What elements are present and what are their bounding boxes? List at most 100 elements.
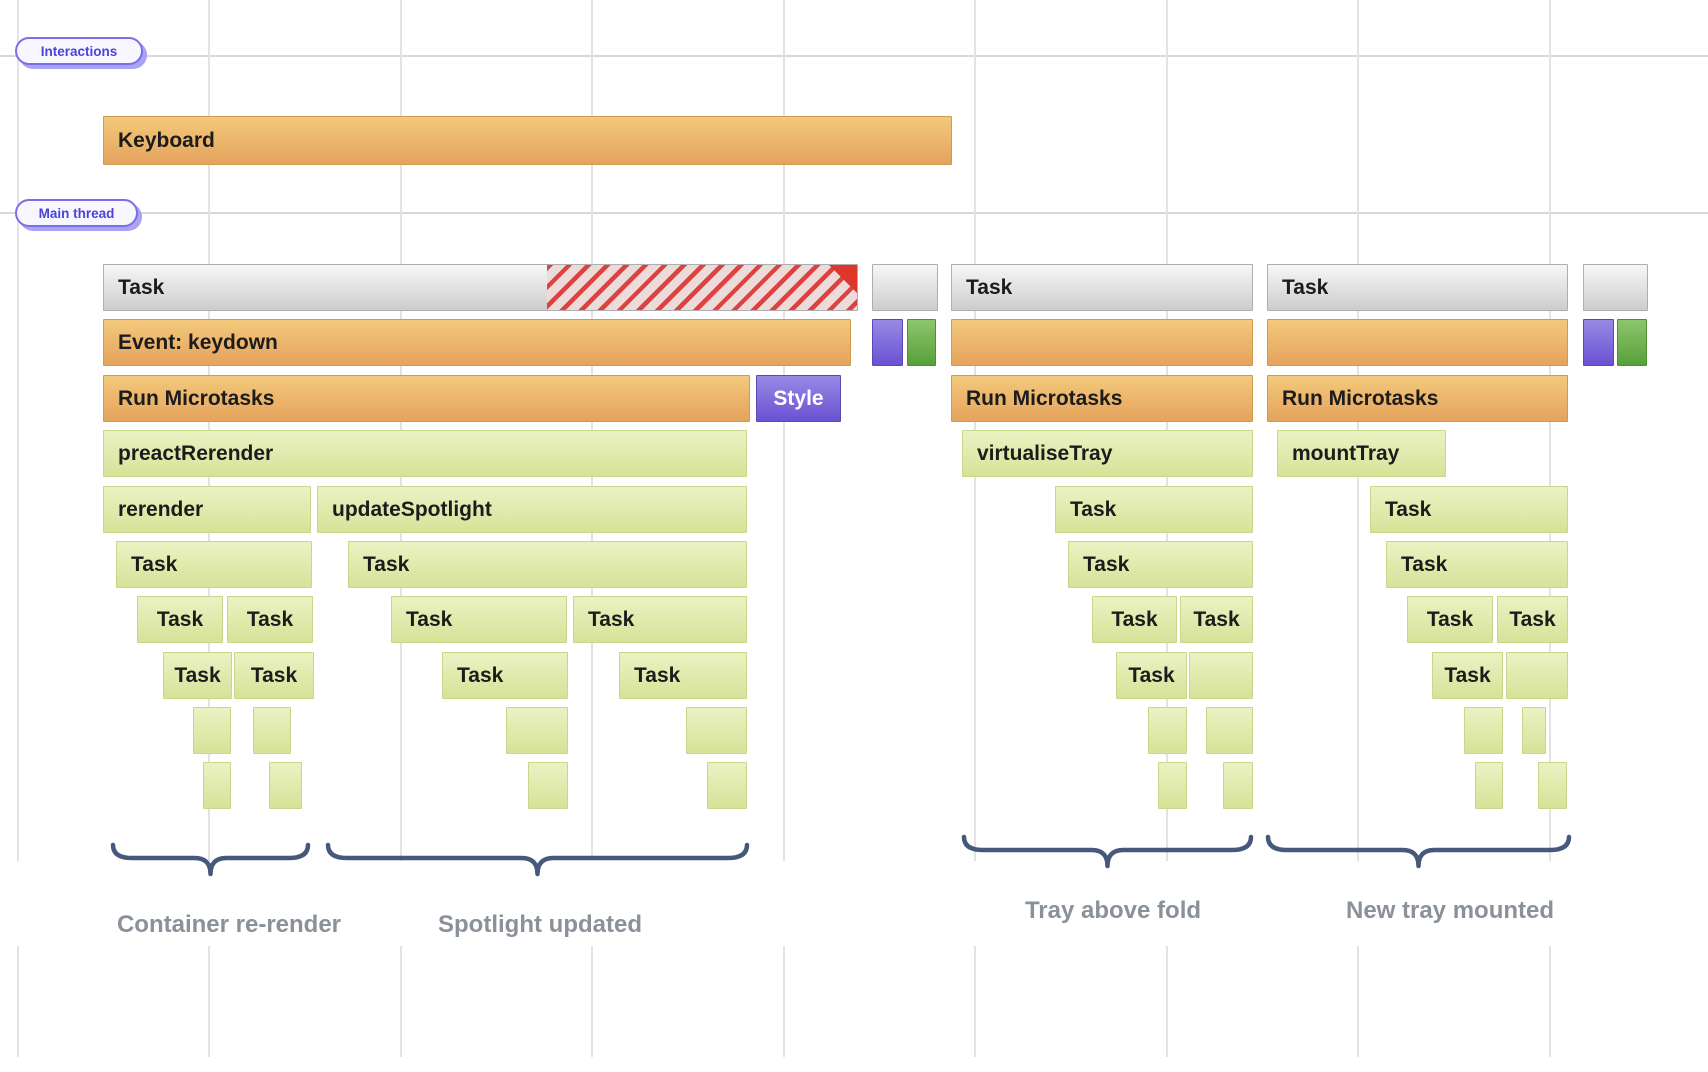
flame-bar-mounttray[interactable]: mountTray bbox=[1277, 430, 1446, 477]
flame-bar-green-block[interactable] bbox=[1158, 762, 1187, 809]
gridline-vertical bbox=[17, 0, 19, 861]
flame-bar-gray-block[interactable] bbox=[872, 264, 938, 311]
flame-bar-task[interactable]: Task bbox=[1116, 652, 1187, 699]
flame-bar-task[interactable]: Task bbox=[619, 652, 747, 699]
annotation-label-new-tray-mounted: New tray mounted bbox=[1345, 897, 1555, 924]
flame-bar-label: Task bbox=[457, 663, 504, 687]
track-pill-main-thread-label: Main thread bbox=[38, 205, 115, 221]
flame-bar-label: Task bbox=[246, 607, 294, 631]
flame-bar-label: Event: keydown bbox=[118, 330, 278, 354]
brace-annotation bbox=[961, 834, 1254, 869]
annotation-label-spotlight-updated: Spotlight updated bbox=[438, 911, 642, 938]
flame-bar-run-microtasks[interactable]: Run Microtasks bbox=[951, 375, 1253, 422]
track-pill-main-thread[interactable]: Main thread bbox=[15, 199, 138, 227]
gridline-vertical bbox=[208, 946, 210, 1057]
flame-bar-green-block[interactable] bbox=[686, 707, 747, 754]
flame-bar-gray-block[interactable] bbox=[1583, 264, 1648, 311]
flame-bar-label: Task bbox=[363, 552, 410, 576]
annotation-label-container-re-render: Container re-render bbox=[116, 911, 342, 938]
flame-bar-green-block[interactable] bbox=[1475, 762, 1503, 809]
flame-bar-task[interactable]: Task bbox=[137, 596, 223, 643]
flame-bar-task[interactable]: Task bbox=[1267, 264, 1568, 311]
flame-bar-task[interactable]: Task bbox=[1407, 596, 1493, 643]
track-pill-interactions[interactable]: Interactions bbox=[15, 37, 143, 65]
flame-bar-green-block[interactable] bbox=[1506, 652, 1568, 699]
brace-annotation bbox=[325, 842, 750, 877]
flame-bar-run-microtasks[interactable]: Run Microtasks bbox=[103, 375, 750, 422]
flame-bar-run-microtasks[interactable]: Run Microtasks bbox=[1267, 375, 1568, 422]
flame-bar-label: virtualiseTray bbox=[977, 441, 1113, 465]
flame-bar-green-block[interactable] bbox=[1464, 707, 1503, 754]
long-task-stripes bbox=[547, 265, 857, 310]
brace-annotation bbox=[110, 842, 311, 877]
flame-bar-green-block[interactable] bbox=[528, 762, 568, 809]
gridline-horizontal bbox=[0, 212, 1708, 214]
flame-bar-label: updateSpotlight bbox=[332, 497, 492, 521]
flame-bar-green-block[interactable] bbox=[253, 707, 291, 754]
flame-bar-task[interactable]: Task bbox=[1497, 596, 1568, 643]
flame-bar-green-block[interactable] bbox=[707, 762, 747, 809]
long-task-corner-triangle bbox=[828, 265, 857, 294]
flame-bar-green-block[interactable] bbox=[1223, 762, 1253, 809]
flame-bar-label: Task bbox=[1128, 663, 1175, 687]
flame-bar-task[interactable]: Task bbox=[103, 264, 858, 311]
flame-bar-task[interactable]: Task bbox=[391, 596, 567, 643]
flame-bar-task[interactable]: Task bbox=[116, 541, 312, 588]
gridline-vertical bbox=[783, 946, 785, 1057]
flame-bar-updatespotlight[interactable]: updateSpotlight bbox=[317, 486, 747, 533]
flame-bar-purple-block[interactable] bbox=[1583, 319, 1614, 366]
flame-bar-task[interactable]: Task bbox=[442, 652, 568, 699]
flame-bar-green-block[interactable] bbox=[1189, 652, 1253, 699]
flame-bar-task[interactable]: Task bbox=[1092, 596, 1177, 643]
gridline-vertical bbox=[1549, 946, 1551, 1057]
brace-annotation bbox=[1265, 834, 1572, 869]
flame-bar-label: Run Microtasks bbox=[118, 386, 275, 410]
flame-bar-label: Task bbox=[118, 275, 165, 299]
flame-bar-task[interactable]: Task bbox=[1386, 541, 1568, 588]
flame-bar-task[interactable]: Task bbox=[234, 652, 314, 699]
flame-bar-task[interactable]: Task bbox=[1180, 596, 1253, 643]
flame-bar-green-block[interactable] bbox=[193, 707, 231, 754]
flame-bar-style[interactable]: Style bbox=[756, 375, 841, 422]
flame-bar-green-block[interactable] bbox=[203, 762, 231, 809]
flame-bar-virtualisetray[interactable]: virtualiseTray bbox=[962, 430, 1253, 477]
flame-bar-green-block[interactable] bbox=[269, 762, 302, 809]
flame-bar-task[interactable]: Task bbox=[163, 652, 232, 699]
gridline-horizontal bbox=[0, 55, 1708, 57]
flame-bar-label: rerender bbox=[118, 497, 204, 521]
gridline-vertical bbox=[1357, 946, 1359, 1057]
flame-bar-green-block[interactable] bbox=[1206, 707, 1253, 754]
flame-bar-keyboard[interactable]: Keyboard bbox=[103, 116, 952, 165]
flame-bar-task[interactable]: Task bbox=[1055, 486, 1253, 533]
flame-bar-green-block[interactable] bbox=[1522, 707, 1546, 754]
flame-bar-task[interactable]: Task bbox=[348, 541, 747, 588]
flame-bar-orange-block[interactable] bbox=[951, 319, 1253, 366]
gridline-vertical bbox=[783, 0, 785, 861]
flame-bar-purple-block[interactable] bbox=[872, 319, 903, 366]
flame-bar-green2-block[interactable] bbox=[907, 319, 936, 366]
gridline-vertical bbox=[591, 946, 593, 1057]
flame-bar-task[interactable]: Task bbox=[1432, 652, 1503, 699]
flame-bar-task[interactable]: Task bbox=[1068, 541, 1253, 588]
flame-bar-green-block[interactable] bbox=[1538, 762, 1567, 809]
flame-bar-label: Task bbox=[1385, 497, 1432, 521]
flame-bar-label: Task bbox=[1401, 552, 1448, 576]
flame-bar-task[interactable]: Task bbox=[573, 596, 747, 643]
flame-bar-green-block[interactable] bbox=[506, 707, 568, 754]
flame-bar-preactrerender[interactable]: preactRerender bbox=[103, 430, 747, 477]
flame-bar-label: Task bbox=[1426, 607, 1474, 631]
flame-bar-label: Task bbox=[966, 275, 1013, 299]
flame-bar-green-block[interactable] bbox=[1148, 707, 1187, 754]
flame-bar-task[interactable]: Task bbox=[227, 596, 313, 643]
flame-bar-label: mountTray bbox=[1292, 441, 1400, 465]
flame-bar-label: Task bbox=[131, 552, 178, 576]
flame-bar-green2-block[interactable] bbox=[1617, 319, 1647, 366]
flame-bar-task[interactable]: Task bbox=[951, 264, 1253, 311]
track-pill-interactions-label: Interactions bbox=[40, 43, 118, 59]
flame-bar-label: preactRerender bbox=[118, 441, 274, 465]
flame-bar-task[interactable]: Task bbox=[1370, 486, 1568, 533]
flame-bar-orange-block[interactable] bbox=[1267, 319, 1568, 366]
flame-bar-rerender[interactable]: rerender bbox=[103, 486, 311, 533]
flame-bar-event-keydown[interactable]: Event: keydown bbox=[103, 319, 851, 366]
